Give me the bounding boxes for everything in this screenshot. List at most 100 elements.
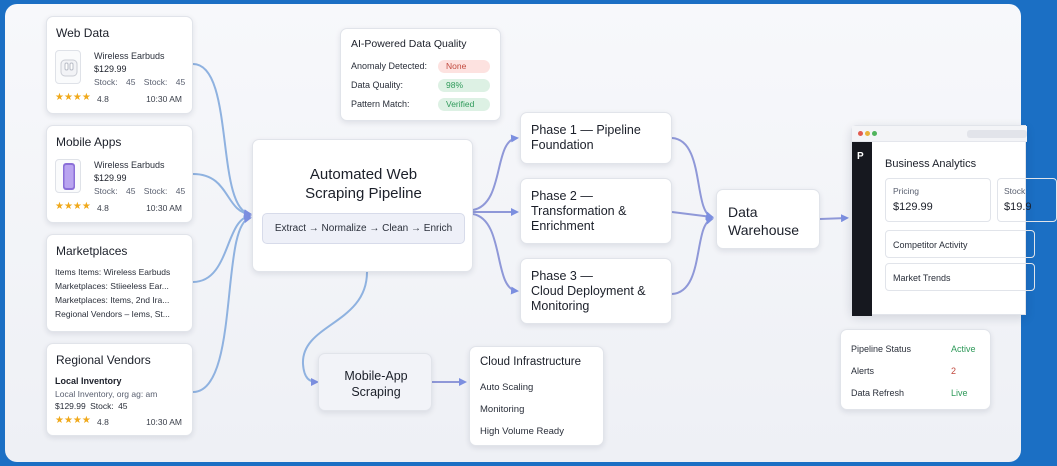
star-rating-icon: ★★★★ xyxy=(55,92,91,103)
market-trends-row[interactable]: Market Trends xyxy=(885,263,1035,291)
inventory-heading: Local Inventory xyxy=(55,376,122,386)
alerts-count: 2 xyxy=(951,366,957,376)
status-label: Pipeline Status xyxy=(851,344,912,354)
metric-label: Pricing xyxy=(893,186,919,196)
inventory-subtext: Local Inventory, org ag: am xyxy=(55,389,158,399)
warehouse-label-line: Data xyxy=(728,204,758,220)
connector-pipeline-to-phase1 xyxy=(472,134,519,211)
timestamp: 10:30 AM xyxy=(146,94,182,104)
minimize-dot-icon[interactable] xyxy=(865,131,870,136)
business-analytics-window: P Business Analytics Pricing $129.99 Sto… xyxy=(851,125,1057,316)
mobile-scraping-label-line: Mobile-App xyxy=(344,369,408,383)
cloud-item: High Volume Ready xyxy=(480,426,564,437)
source-marketplaces: Marketplaces Items Items: Wireless Earbu… xyxy=(46,234,193,332)
connector-pipeline-to-mobilescraping xyxy=(301,271,368,386)
product-price: $129.99 xyxy=(94,173,127,183)
data-quality-title: AI-Powered Data Quality xyxy=(351,38,467,50)
phase-2-node: Phase 2 — Transformation & Enrichment xyxy=(520,178,672,244)
data-warehouse-node: Data Warehouse xyxy=(716,189,820,249)
warehouse-label: Data Warehouse xyxy=(728,203,799,239)
source-title: Regional Vendors xyxy=(56,353,151,367)
source-title: Web Data xyxy=(56,26,110,40)
market-trends-label: Market Trends xyxy=(893,273,951,283)
pipeline-title-line: Automated Web xyxy=(309,166,418,183)
timestamp: 10:30 AM xyxy=(146,417,182,427)
phase-label-line: Monitoring xyxy=(531,299,590,313)
product-name: Wireless Earbuds xyxy=(94,51,165,61)
rating-value: 4.8 xyxy=(97,203,109,213)
marketplace-line: Marketplaces: Stiieeless Ear... xyxy=(55,281,169,291)
mobile-scraping-label: Mobile-App Scraping xyxy=(319,368,433,400)
connector-phase1-to-warehouse xyxy=(671,137,714,220)
connector-web-to-pipeline xyxy=(192,63,252,218)
maximize-dot-icon[interactable] xyxy=(872,131,877,136)
marketplace-line: Regional Vendors – Iems, St... xyxy=(55,309,170,319)
close-dot-icon[interactable] xyxy=(858,131,863,136)
connector-phase2-to-warehouse xyxy=(671,211,714,221)
star-rating-icon: ★★★★ xyxy=(55,415,91,426)
pipeline-steps: Extract → Normalize → Clean → Enrich xyxy=(262,213,465,244)
quality-row-label: Pattern Match: xyxy=(351,99,410,109)
pricing-metric-card: Pricing $129.99 xyxy=(885,178,991,222)
cloud-item: Monitoring xyxy=(480,404,525,415)
scraping-pipeline-node: Automated Web Scraping Pipeline Extract … xyxy=(252,139,473,272)
source-title: Mobile Apps xyxy=(56,135,122,149)
quality-row-label: Anomaly Detected: xyxy=(351,61,428,71)
pipeline-title: Automated Web Scraping Pipeline xyxy=(253,165,474,203)
warehouse-label-line: Warehouse xyxy=(728,222,800,238)
window-titlebar xyxy=(852,126,1027,142)
app-sidebar: P xyxy=(852,142,872,316)
phase-label-line: Phase 3 — xyxy=(531,269,593,283)
address-bar[interactable] xyxy=(967,130,1027,138)
cloud-infrastructure-panel: Cloud Infrastructure Auto Scaling Monito… xyxy=(469,346,604,446)
connector-layer xyxy=(192,63,849,393)
mobile-app-scraping-node: Mobile-App Scraping xyxy=(318,353,432,411)
pipeline-title-line: Scraping Pipeline xyxy=(305,185,422,202)
metric-value: $129.99 xyxy=(893,201,933,213)
product-name: Wireless Earbuds xyxy=(94,160,165,170)
cloud-title: Cloud Infrastructure xyxy=(480,356,581,368)
stock-metric-card: Stock $19.9 xyxy=(997,178,1057,222)
data-quality-panel: AI-Powered Data Quality Anomaly Detected… xyxy=(340,28,501,121)
rating-value: 4.8 xyxy=(97,417,109,427)
product-stock: Stock: 45 Stock: 45 xyxy=(94,186,186,196)
earbuds-icon xyxy=(55,50,81,84)
phase-label-line: Enrichment xyxy=(531,219,595,233)
status-label: Data Refresh xyxy=(851,388,905,398)
phase-label-line: Transformation & xyxy=(531,204,627,218)
source-mobile-apps: Mobile Apps Wireless Earbuds $129.99 Sto… xyxy=(46,125,193,223)
quality-score-badge: 98% xyxy=(438,79,490,92)
marketplace-line: Marketplaces: Items, 2nd Ira... xyxy=(55,295,170,305)
marketplace-line: Items Items: Wireless Earbuds xyxy=(55,267,171,277)
product-stock: Stock: 45 Stock: 45 xyxy=(94,77,186,87)
metric-value: $19.9 xyxy=(1004,201,1032,213)
app-logo: P xyxy=(857,151,864,162)
analytics-title: Business Analytics xyxy=(885,158,977,170)
source-web-data: Web Data Wireless Earbuds $129.99 Stock:… xyxy=(46,16,193,114)
cloud-item: Auto Scaling xyxy=(480,382,534,393)
status-value-active: Active xyxy=(951,344,976,354)
phase-label-line: Cloud Deployment & xyxy=(531,284,646,298)
phase-1-node: Phase 1 — Pipeline Foundation xyxy=(520,112,672,164)
anomaly-status-badge: None xyxy=(438,60,490,73)
phase-label-line: Phase 2 — xyxy=(531,189,593,203)
metric-label: Stock xyxy=(1004,186,1026,196)
connector-marketplaces-to-pipeline xyxy=(192,212,252,283)
connector-pipeline-to-phase3 xyxy=(472,213,519,295)
pipeline-status-panel: Pipeline Status Active Alerts 2 Data Ref… xyxy=(840,329,991,410)
phase-label-line: Foundation xyxy=(531,138,594,152)
pattern-status-badge: Verified xyxy=(438,98,490,111)
source-title: Marketplaces xyxy=(56,244,128,258)
source-regional-vendors: Regional Vendors Local Inventory Local I… xyxy=(46,343,193,436)
phase-label: Phase 2 — Transformation & Enrichment xyxy=(531,189,666,234)
competitor-activity-row[interactable]: Competitor Activity xyxy=(885,230,1035,258)
connector-phase3-to-warehouse xyxy=(671,216,714,295)
status-value-live: Live xyxy=(951,388,968,398)
rating-value: 4.8 xyxy=(97,94,109,104)
competitor-activity-label: Competitor Activity xyxy=(893,240,968,250)
phase-label-line: Phase 1 — Pipeline xyxy=(531,123,641,137)
price-stock: $129.99 Stock: 45 xyxy=(55,401,128,411)
connector-mobile-to-pipeline xyxy=(192,173,252,218)
timestamp: 10:30 AM xyxy=(146,203,182,213)
diagram-canvas: Web Data Wireless Earbuds $129.99 Stock:… xyxy=(5,4,1057,462)
